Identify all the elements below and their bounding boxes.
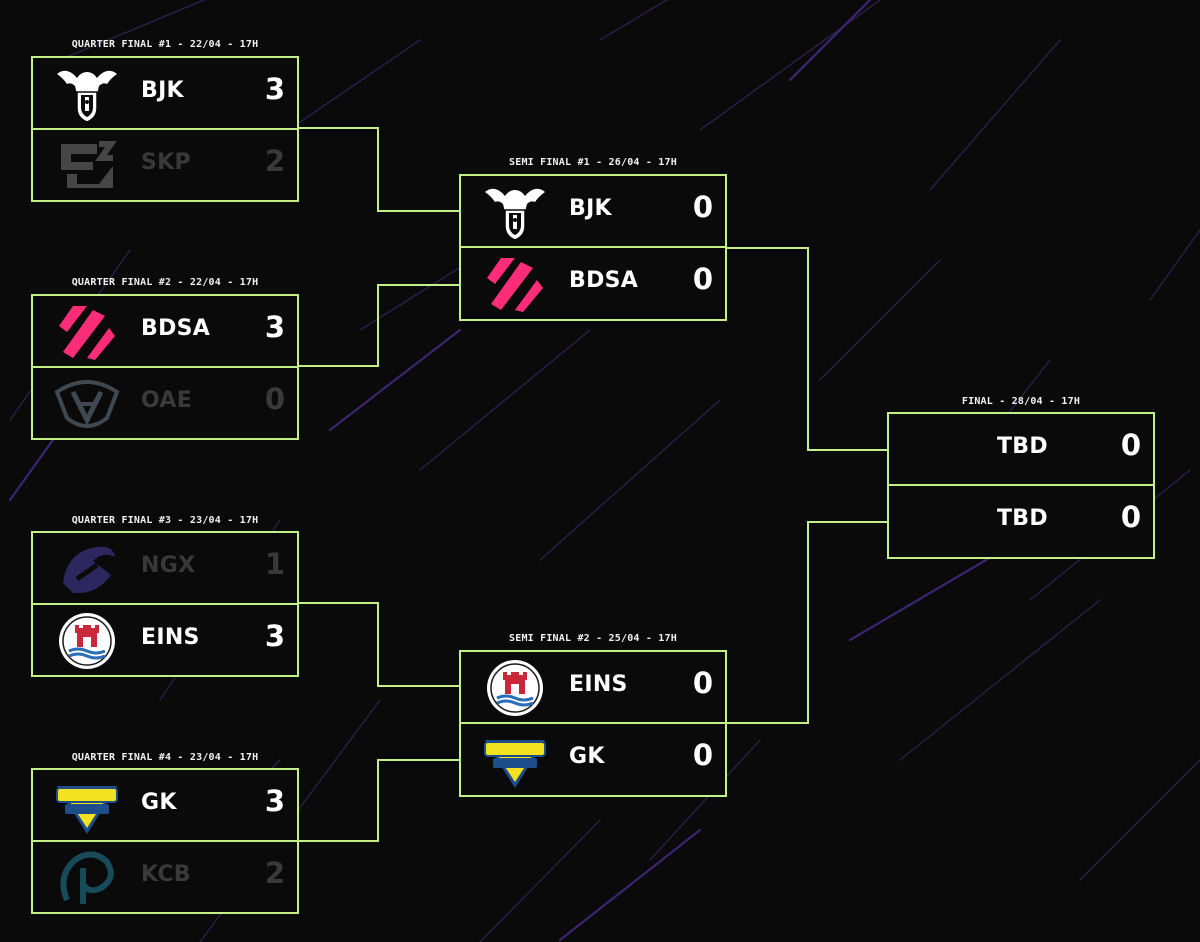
team-row-qf1-bjk[interactable]: BJK 3: [33, 58, 297, 130]
team-score: 3: [264, 72, 285, 106]
bjk-eagle-icon: [481, 182, 549, 242]
team-name: BJK: [141, 78, 184, 103]
team-row-sf2-gk[interactable]: GK 0: [461, 724, 725, 796]
team-name: TBD: [997, 434, 1048, 459]
team-name: GK: [141, 790, 177, 815]
team-name: GK: [569, 744, 605, 769]
team-name: BDSA: [141, 316, 211, 341]
team-name: KCB: [141, 862, 191, 887]
qf3-label: QUARTER FINAL #3 - 23/04 - 17H: [71, 515, 259, 526]
qf4-label: QUARTER FINAL #4 - 23/04 - 17H: [71, 752, 259, 763]
team-name: TBD: [997, 506, 1048, 531]
team-row-sf2-eins[interactable]: EINS 0: [461, 652, 725, 724]
team-name: OAE: [141, 388, 193, 413]
team-score: 3: [264, 619, 285, 653]
team-row-qf4-kcb[interactable]: KCB 2: [33, 842, 297, 914]
team-score: 0: [1120, 428, 1141, 462]
team-name: EINS: [569, 672, 628, 697]
team-name: NGX: [141, 553, 196, 578]
eins-castle-icon: [481, 658, 549, 718]
team-score: 0: [692, 262, 713, 296]
sf1-label: SEMI FINAL #1 - 26/04 - 17H: [509, 157, 677, 168]
team-row-qf2-oae[interactable]: OAE 0: [33, 368, 297, 440]
team-score: 0: [264, 382, 285, 416]
team-row-qf3-eins[interactable]: EINS 3: [33, 605, 297, 677]
team-name: BJK: [569, 196, 612, 221]
match-final[interactable]: TBD 0 TBD 0: [887, 412, 1155, 559]
match-sf1[interactable]: BJK 0 BDSA 0: [459, 174, 727, 321]
team-row-final-2[interactable]: TBD 0: [889, 486, 1153, 558]
match-sf2[interactable]: EINS 0 GK 0: [459, 650, 727, 797]
team-name: SKP: [141, 150, 191, 175]
team-score: 3: [264, 784, 285, 818]
team-score: 0: [1120, 500, 1141, 534]
team-score: 1: [264, 547, 285, 581]
sf2-label: SEMI FINAL #2 - 25/04 - 17H: [509, 633, 677, 644]
team-score: 2: [264, 144, 285, 178]
oae-logo-icon: [53, 374, 121, 434]
final-label: FINAL - 28/04 - 17H: [961, 396, 1081, 407]
team-name: BDSA: [569, 268, 639, 293]
team-score: 2: [264, 856, 285, 890]
sk-logo-icon: [53, 136, 121, 196]
team-score: 3: [264, 310, 285, 344]
qf2-label: QUARTER FINAL #2 - 22/04 - 17H: [71, 277, 259, 288]
team-row-qf4-gk[interactable]: GK 3: [33, 770, 297, 842]
bdsa-logo-icon: [53, 302, 121, 362]
ngx-logo-icon: [53, 539, 121, 599]
match-qf1[interactable]: BJK 3 SKP 2: [31, 56, 299, 202]
qf1-label: QUARTER FINAL #1 - 22/04 - 17H: [71, 39, 259, 50]
geekay-logo-icon: [481, 730, 549, 790]
geekay-logo-icon: [53, 776, 121, 836]
team-score: 0: [692, 738, 713, 772]
team-row-qf1-skp[interactable]: SKP 2: [33, 130, 297, 202]
match-qf3[interactable]: NGX 1 EINS 3: [31, 531, 299, 677]
bjk-eagle-icon: [53, 64, 121, 124]
team-score: 0: [692, 666, 713, 700]
team-row-sf1-bjk[interactable]: BJK 0: [461, 176, 725, 248]
team-score: 0: [692, 190, 713, 224]
match-qf4[interactable]: GK 3 KCB 2: [31, 768, 299, 914]
team-row-qf3-ngx[interactable]: NGX 1: [33, 533, 297, 605]
team-name: EINS: [141, 625, 200, 650]
kcb-logo-icon: [53, 848, 121, 908]
eins-castle-icon: [53, 611, 121, 671]
team-row-qf2-bdsa[interactable]: BDSA 3: [33, 296, 297, 368]
bdsa-logo-icon: [481, 254, 549, 314]
match-qf2[interactable]: BDSA 3 OAE 0: [31, 294, 299, 440]
team-row-final-1[interactable]: TBD 0: [889, 414, 1153, 486]
team-row-sf1-bdsa[interactable]: BDSA 0: [461, 248, 725, 320]
